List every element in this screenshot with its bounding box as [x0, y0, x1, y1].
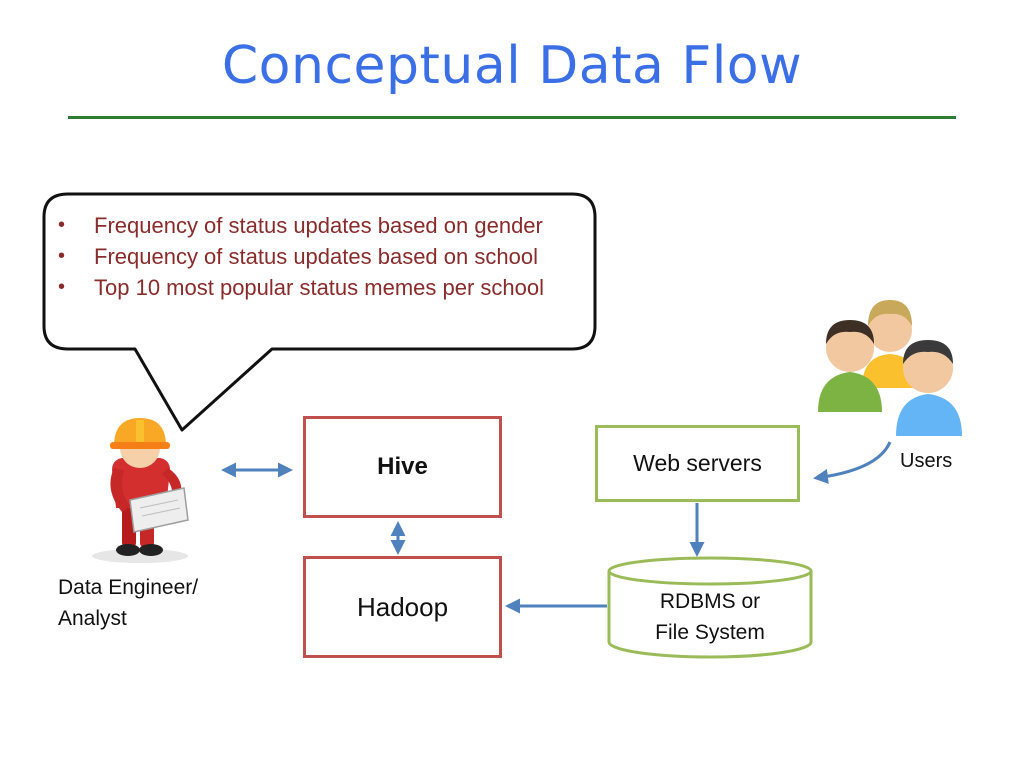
analyst-label: Data Engineer/ Analyst	[58, 576, 199, 630]
web-servers-node: Web servers	[595, 425, 800, 502]
hadoop-node: Hadoop	[303, 556, 502, 658]
bullet-item: •Frequency of status updates based on sc…	[58, 244, 538, 269]
bullet-item: •Frequency of status updates based on ge…	[58, 213, 543, 238]
title-divider	[68, 116, 956, 119]
bullet-item: •Top 10 most popular status memes per sc…	[58, 275, 545, 300]
storage-label: RDBMS or File System	[655, 590, 765, 644]
web-servers-label: Web servers	[633, 450, 762, 476]
hive-node: Hive	[303, 416, 502, 518]
bubble-bullet-list: •Frequency of status updates based on ge…	[58, 210, 588, 303]
slide-title: Conceptual Data Flow	[221, 36, 803, 96]
hadoop-label: Hadoop	[356, 591, 449, 622]
users-label: Users	[900, 450, 953, 472]
hive-label: Hive	[377, 453, 428, 480]
